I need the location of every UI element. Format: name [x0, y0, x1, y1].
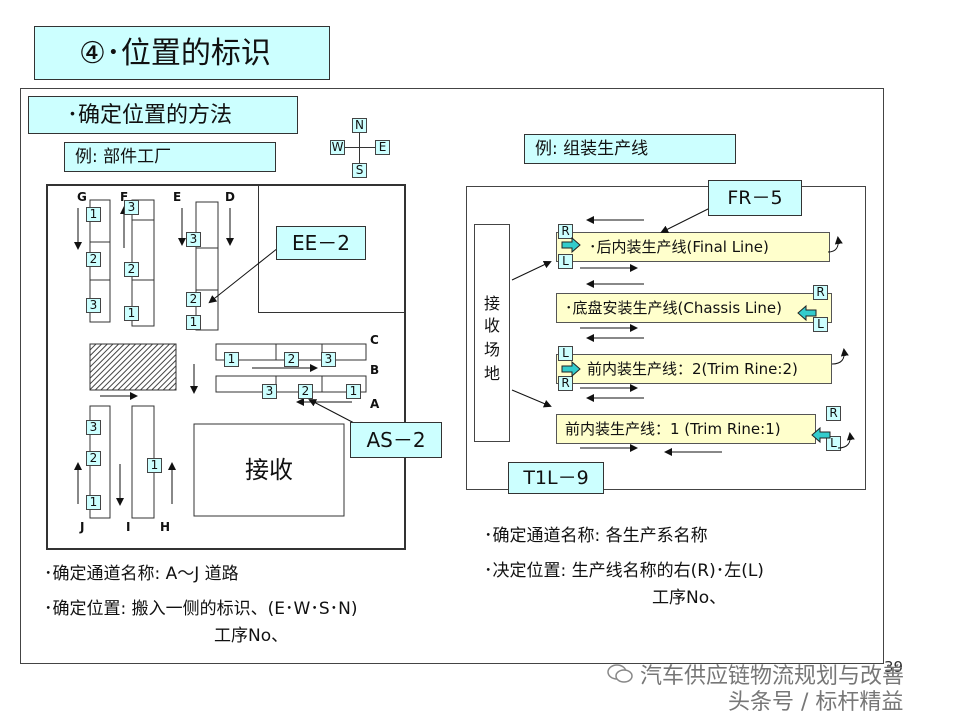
wechat-icon: [606, 662, 634, 686]
position-label: 2: [298, 384, 313, 399]
receiving-area: [474, 224, 510, 442]
position-label: 1: [124, 306, 139, 321]
final-line-right-label: R: [558, 224, 573, 239]
position-label: 3: [262, 384, 277, 399]
lane-g: G: [77, 190, 87, 204]
trim-2-left-label: L: [558, 346, 573, 361]
final-line-left-label: L: [558, 254, 573, 269]
watermark-line-2: 头条号 / 标杆精益: [728, 690, 904, 715]
lane-a: A: [370, 397, 380, 411]
lane-j: J: [80, 520, 85, 534]
method-title: ･确定位置的方法: [28, 96, 298, 134]
position-label: 1: [86, 207, 101, 222]
position-label: 2: [86, 252, 101, 267]
callout-fr-5: FR－5: [708, 180, 802, 216]
lane-h: H: [160, 520, 171, 534]
left-caption-3: 工序No、: [214, 626, 289, 646]
compass-east: E: [375, 140, 390, 155]
position-label: 3: [321, 352, 336, 367]
receiving-label: 接收: [245, 456, 293, 484]
receiving-area-char: 收: [484, 316, 501, 335]
receiving-area-char: 场: [484, 340, 501, 359]
position-label: 2: [284, 352, 299, 367]
position-label: 3: [186, 232, 201, 247]
left-caption-1: ･确定通道名称: A～J 道路: [44, 564, 239, 584]
right-example-label: 例: 组装生产线: [524, 134, 736, 164]
assembly-flow-arrows: [511, 207, 855, 456]
position-label: 2: [86, 451, 101, 466]
compass-west: W: [330, 140, 345, 155]
position-label: 1: [224, 352, 239, 367]
position-label: 1: [186, 315, 201, 330]
position-label: 1: [86, 495, 101, 510]
right-caption-3: 工序No、: [652, 588, 727, 608]
page-number: 39: [884, 658, 904, 676]
chassis-line: ･底盘安装生产线(Chassis Line): [556, 293, 832, 323]
trim-line-2: 前内装生产线：2(Trim Rine:2): [556, 354, 832, 384]
right-caption-1: ･确定通道名称: 各生产系名称: [484, 526, 708, 546]
lane-d: D: [225, 190, 235, 204]
trim-1-left-label: L: [826, 436, 841, 451]
compass-south: S: [352, 163, 367, 178]
compass-north: N: [352, 118, 367, 133]
left-caption-2: ･确定位置: 搬入一侧的标识、(E･W･S･N): [44, 599, 358, 619]
trim-2-right-label: R: [558, 376, 573, 391]
position-label: 2: [186, 292, 201, 307]
receiving-area-char: 接: [484, 294, 501, 313]
lane-f: F: [120, 190, 129, 204]
compass: N S W E: [328, 116, 392, 180]
receiving-area-char: 地: [484, 364, 501, 383]
position-label: 1: [346, 384, 361, 399]
position-label: 3: [86, 420, 101, 435]
lane-i: I: [126, 520, 131, 534]
watermark-line-1: 汽车供应链物流规划与改善: [640, 664, 905, 689]
chassis-line-left-label: L: [813, 317, 828, 332]
position-label: 2: [124, 262, 139, 277]
content-frame: [20, 88, 884, 664]
callout-ee-2: EE－2: [276, 226, 366, 260]
lane-c: C: [370, 333, 379, 347]
callout-t1l-9: T1L－9: [508, 462, 604, 494]
trim-1-right-label: R: [826, 406, 841, 421]
position-label: 1: [147, 458, 162, 473]
chassis-line-right-label: R: [813, 285, 828, 300]
left-example-label: 例: 部件工厂: [64, 142, 276, 172]
final-line: ･后内装生产线(Final Line): [556, 232, 830, 262]
position-label: 3: [124, 200, 139, 215]
callout-as-2: AS－2: [350, 422, 442, 458]
page-title: ④･位置的标识: [34, 26, 330, 80]
lane-e: E: [173, 190, 182, 204]
position-label: 3: [86, 298, 101, 313]
trim-line-1: 前内装生产线：1 (Trim Rine:1): [556, 414, 816, 444]
right-caption-2: ･决定位置: 生产线名称的右(R)･左(L): [484, 561, 764, 581]
lane-b: B: [370, 363, 380, 377]
